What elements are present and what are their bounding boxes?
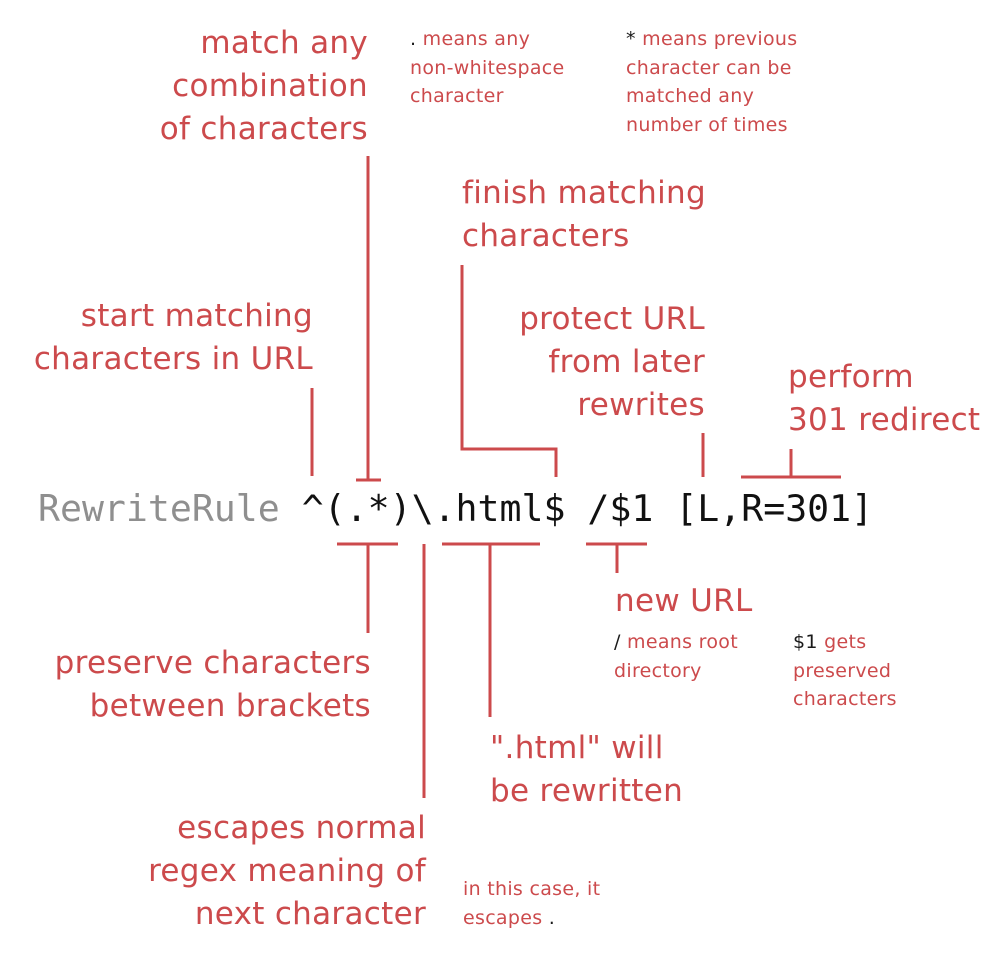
code-pattern: ^(.*)\.html$ xyxy=(301,487,566,530)
dot-symbol-inline: . xyxy=(548,906,556,929)
case-note: in this case, it escapes . xyxy=(463,878,601,929)
preserve-label: preserve characters between brackets xyxy=(54,645,371,724)
rewrite-rule-code: RewriteRule ^(.*)\.html$ /$1 [L,R=301] xyxy=(38,484,873,534)
redirect-label: perform 301 redirect xyxy=(788,359,981,438)
finish-connector xyxy=(460,265,558,477)
slash-symbol: / xyxy=(614,631,621,653)
dot-symbol: . xyxy=(410,28,417,50)
escapes-label: escapes normal regex meaning of next cha… xyxy=(148,810,426,932)
start-matching-label: start matching characters in URL xyxy=(33,298,313,377)
dot-note: . means any non-whitespace character xyxy=(410,28,565,107)
star-note: * means previous character can be matche… xyxy=(626,28,798,136)
code-substitution: /$1 xyxy=(587,487,654,530)
code-flags: [L,R=301] xyxy=(675,487,874,530)
code-keyword: RewriteRule xyxy=(38,487,280,530)
star-symbol: * xyxy=(626,28,636,50)
finish-matching-label: finish matching characters xyxy=(462,175,706,254)
match-any-label: match any combination of characters xyxy=(159,25,368,147)
slash-note: / means root directory xyxy=(614,631,738,682)
dollar-symbol: $1 xyxy=(793,631,818,653)
html-rewritten-label: ".html" will be rewritten xyxy=(490,730,684,809)
new-url-label: new URL xyxy=(615,583,753,619)
protect-url-label: protect URL from later rewrites xyxy=(519,301,705,423)
dollar-note: $1 gets preserved characters xyxy=(793,631,897,710)
